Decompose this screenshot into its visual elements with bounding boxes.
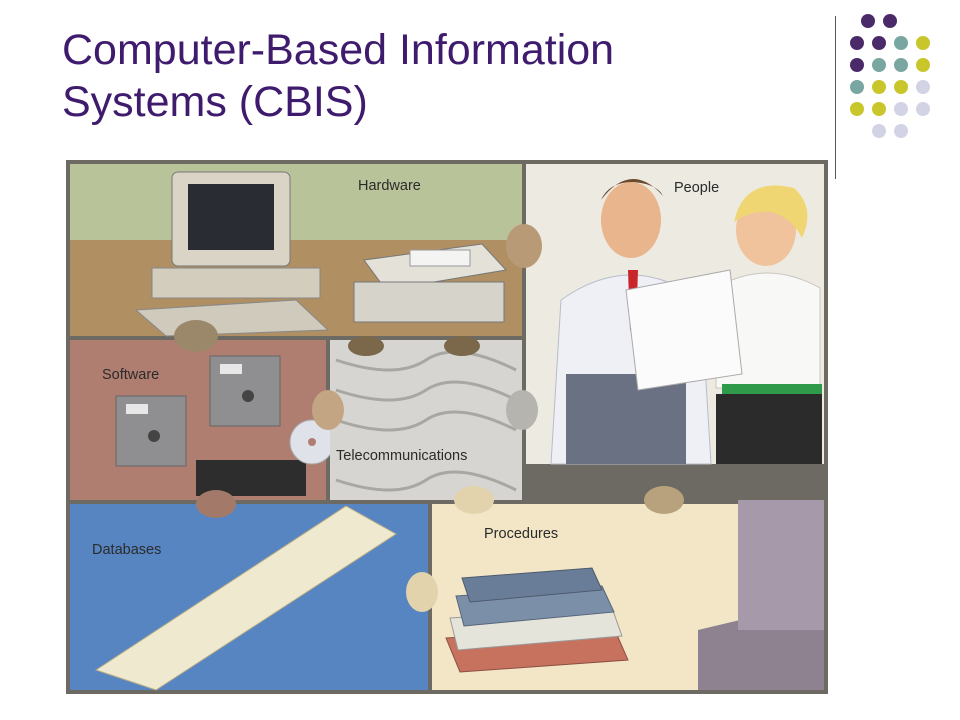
hardware-label: Hardware xyxy=(358,178,421,194)
dot xyxy=(872,36,886,50)
dot xyxy=(894,58,908,72)
hardware-piece: Hardware xyxy=(70,164,522,337)
telecommunications-piece: Telecommunications xyxy=(330,336,522,500)
printer-icon xyxy=(353,243,507,323)
databases-label: Databases xyxy=(92,542,161,558)
dot xyxy=(861,14,875,28)
telecommunications-label: Telecommunications xyxy=(336,448,467,464)
disk-stack-icon xyxy=(196,460,306,496)
procedures-piece: Procedures xyxy=(432,500,824,690)
dot xyxy=(850,80,864,94)
dot xyxy=(850,102,864,116)
puzzle-connectors xyxy=(174,224,684,612)
dot xyxy=(916,58,930,72)
dot xyxy=(872,58,886,72)
vertical-divider xyxy=(835,16,836,179)
books-icon xyxy=(445,567,629,673)
paper-document-icon xyxy=(625,269,743,391)
procedures-label: Procedures xyxy=(484,526,558,542)
slide-title: Computer-Based Information Systems (CBIS… xyxy=(62,24,762,128)
dot xyxy=(883,14,897,28)
woman-figure-icon xyxy=(715,185,822,464)
dot xyxy=(850,36,864,50)
dot xyxy=(872,102,886,116)
slide-title-line-1: Computer-Based Information xyxy=(62,26,615,74)
decorative-dot-grid xyxy=(850,14,945,154)
file-records-icon xyxy=(94,505,397,691)
dot xyxy=(916,80,930,94)
phone-handset-icon xyxy=(348,336,384,356)
software-piece: Software xyxy=(70,340,335,500)
people-piece: People xyxy=(526,164,824,465)
binders-icon xyxy=(738,500,824,630)
cable-icon xyxy=(335,350,517,492)
slide-title-line-2: Systems (CBIS) xyxy=(62,78,368,126)
cbis-puzzle-illustration: Hardware People xyxy=(66,160,828,694)
dot xyxy=(850,58,864,72)
dot xyxy=(872,124,886,138)
dot xyxy=(894,102,908,116)
dot xyxy=(916,102,930,116)
dot xyxy=(894,80,908,94)
dot xyxy=(894,36,908,50)
databases-piece: Databases xyxy=(70,504,428,691)
dot xyxy=(916,36,930,50)
computer-case-icon xyxy=(151,267,321,299)
phone-handset-icon xyxy=(444,336,480,356)
dot xyxy=(894,124,908,138)
software-label: Software xyxy=(102,367,159,383)
people-label: People xyxy=(674,180,719,196)
dot xyxy=(872,80,886,94)
